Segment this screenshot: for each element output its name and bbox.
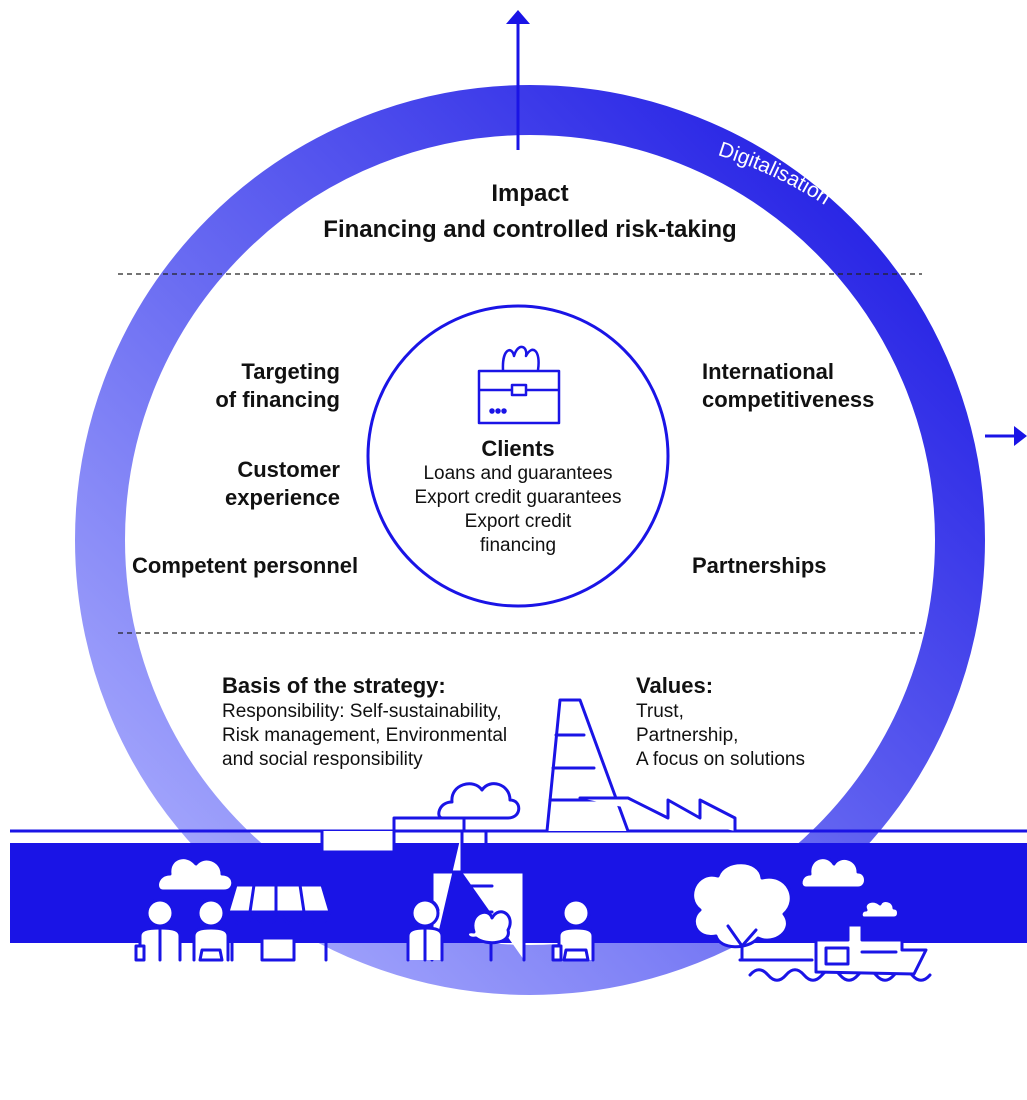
shop-icon [226, 883, 332, 914]
cloud-icon [437, 782, 521, 820]
left-item-line: Targeting [241, 359, 340, 384]
values-title: Values: [636, 673, 714, 698]
tree-icon [691, 861, 793, 949]
basis-block: Basis of the strategy: Responsibility: S… [222, 672, 582, 772]
clients-line: Export credit guarantees [414, 487, 622, 508]
right-item-line: competitiveness [702, 387, 875, 412]
left-item-customer: Customer experience [150, 456, 340, 512]
person-icon [551, 897, 595, 962]
left-item-targeting: Targeting of financing [150, 358, 340, 414]
briefcase-icon [477, 345, 561, 425]
impact-title: Impact [491, 180, 569, 207]
impact-block: Impact Financing and controlled risk-tak… [270, 176, 790, 248]
values-line: Partnership, [636, 725, 739, 746]
person-icon [134, 898, 182, 962]
clients-block: Clients Loans and guarantees Export cred… [388, 436, 648, 558]
strategy-ring [75, 85, 985, 995]
left-item-personnel: Competent personnel [132, 552, 392, 580]
basis-line: Risk management, Environmental [222, 725, 508, 746]
left-item-line: Customer [237, 457, 340, 482]
left-item-line: of financing [215, 387, 340, 412]
clients-circle [366, 304, 670, 608]
cloud-icon [156, 856, 235, 893]
cloud-icon [859, 899, 900, 920]
clients-line: Loans and guarantees [423, 463, 613, 484]
basis-line: Responsibility: Self-sustainability, [222, 701, 502, 722]
city-illustration [134, 698, 932, 982]
clients-title: Clients [481, 436, 555, 461]
right-item-line: Partnerships [692, 553, 827, 578]
person-icon [192, 897, 230, 962]
values-line: A focus on solutions [636, 749, 805, 770]
values-block: Values: Trust, Partnership, A focus on s… [636, 672, 876, 772]
clients-line: Export credit [464, 511, 572, 532]
ship-icon [814, 913, 928, 976]
clients-line: financing [479, 535, 557, 556]
right-item-competitiveness: International competitiveness [702, 358, 922, 414]
left-item-line: Competent personnel [132, 553, 359, 578]
arrow-right-icon [985, 426, 1027, 446]
left-item-line: experience [225, 485, 340, 510]
cloud-icon [799, 856, 867, 890]
right-item-partnerships: Partnerships [692, 552, 892, 580]
person-icon [406, 898, 444, 962]
basis-line: and social responsibility [222, 749, 423, 770]
values-line: Trust, [636, 701, 684, 722]
arrow-up-icon [506, 10, 530, 150]
basis-title: Basis of the strategy: [222, 673, 446, 698]
impact-subtitle: Financing and controlled risk-taking [323, 216, 737, 243]
right-item-line: International [702, 359, 835, 384]
